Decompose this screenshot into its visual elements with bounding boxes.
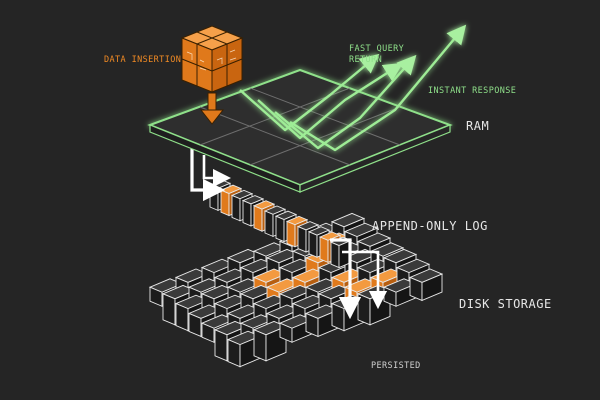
disk-block	[278, 314, 314, 343]
fast-query-return-label-line2: RETURN	[349, 55, 383, 65]
data-insertion-cube	[180, 25, 244, 93]
ram-label: RAM	[466, 119, 490, 133]
append-only-log-layer	[208, 179, 353, 269]
fast-query-return-label-line1: FAST QUERY	[349, 44, 405, 54]
disk-block	[226, 330, 262, 368]
disk-storage-layer	[148, 212, 444, 368]
disk-block	[408, 268, 444, 302]
flow-arrow-log-to-disk	[330, 238, 388, 320]
instant-response-label: INSTANT RESPONSE	[428, 86, 517, 96]
data-insertion-label: DATA INSERTION	[104, 55, 182, 65]
disk-storage-label: DISK STORAGE	[459, 297, 552, 311]
insertion-arrow	[199, 92, 225, 125]
ram-plate	[147, 68, 453, 193]
fast-query-arrows	[239, 24, 467, 152]
persisted-label: PERSISTED	[371, 361, 421, 371]
flow-arrow-ram-to-log	[190, 148, 232, 202]
append-only-log-label: APPEND-ONLY LOG	[372, 219, 488, 233]
